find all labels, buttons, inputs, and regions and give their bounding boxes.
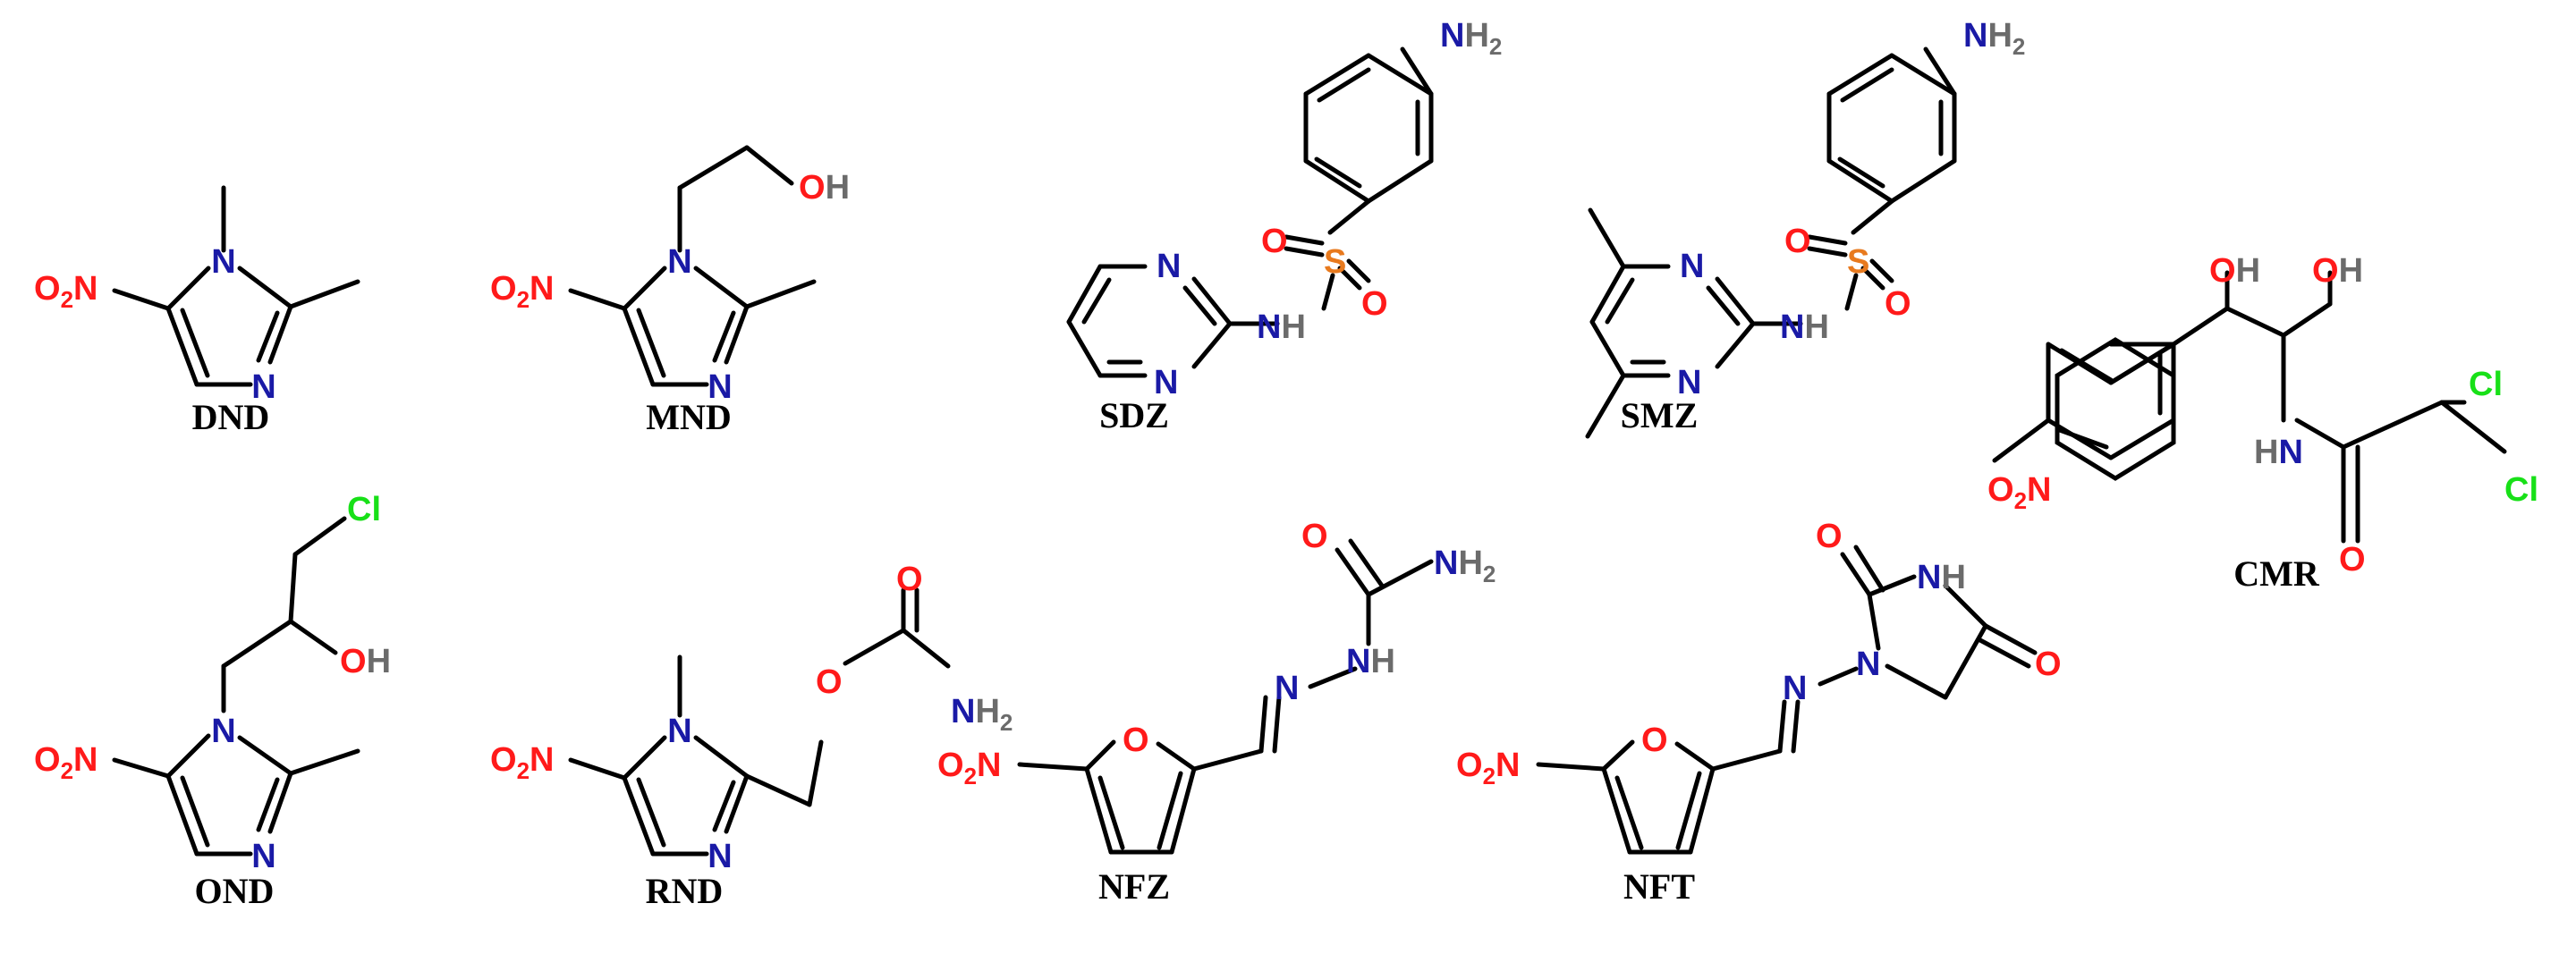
molecule-nft: O2N O N N O NH O NFT xyxy=(1456,518,2062,907)
cmr-atom-cl2: Cl xyxy=(2504,471,2538,509)
cmr-atom-oh2: OH xyxy=(2312,252,2363,290)
cmr-atom-o: O xyxy=(2339,541,2366,578)
cmr-atom-no2: O2N xyxy=(1987,471,2051,514)
ond-atom-n1: N xyxy=(211,713,235,750)
dnd-caption: DND xyxy=(192,397,270,437)
nft-atom-o-ring: O xyxy=(1641,722,1668,759)
dnd-atom-no2: O2N xyxy=(34,270,97,313)
nft-atom-n-imine: N xyxy=(1783,670,1807,707)
molecule-cmr: OH OH O2N HN Cl Cl O CMR xyxy=(1987,252,2538,594)
nft-atom-no2: O2N xyxy=(1456,747,1520,789)
rnd-atom-o-ether: O xyxy=(816,663,843,701)
rnd-atom-n3: N xyxy=(708,838,732,875)
cmr-atom-cl1: Cl xyxy=(2469,366,2503,403)
cmr-atom-oh1: OH xyxy=(2209,252,2260,290)
nft-atom-n-ring: N xyxy=(1856,646,1880,683)
nfz-atom-nh: NH xyxy=(1346,643,1395,680)
rnd-caption: RND xyxy=(646,871,724,911)
mnd-atom-n1: N xyxy=(667,243,691,281)
ond-atom-oh: OH xyxy=(340,643,391,680)
nft-atom-o-right: O xyxy=(2035,646,2062,683)
nfz-atom-n-imine: N xyxy=(1275,670,1299,707)
nft-atom-o-top: O xyxy=(1816,518,1843,555)
rnd-atom-o-carbonyl: O xyxy=(896,561,923,598)
sdz-atom-n-bottom: N xyxy=(1154,364,1178,401)
smz-atom-nh: NH xyxy=(1780,308,1829,346)
rnd-atom-no2: O2N xyxy=(490,741,554,784)
mnd-atom-n3: N xyxy=(708,368,732,406)
mnd-atom-oh: OH xyxy=(799,169,850,207)
ond-atom-cl: Cl xyxy=(347,491,381,528)
ond-atom-no2: O2N xyxy=(34,741,97,784)
smz-atom-o-right: O xyxy=(1885,285,1911,323)
nfz-atom-o-ring: O xyxy=(1123,722,1149,759)
nfz-caption: NFZ xyxy=(1098,866,1170,907)
mnd-atom-no2: O2N xyxy=(490,270,554,313)
sdz-caption: SDZ xyxy=(1099,395,1169,435)
molecule-sdz: NH2 O S O N NH N SDZ xyxy=(1066,17,1502,435)
molecule-dnd: N N O2N DND xyxy=(34,185,360,437)
cmr-caption: CMR xyxy=(2233,553,2320,594)
sdz-atom-nh: NH xyxy=(1257,308,1306,346)
rnd-atom-nh2: NH2 xyxy=(951,693,1013,736)
smz-caption: SMZ xyxy=(1621,395,1699,435)
nft-caption: NFT xyxy=(1623,866,1695,907)
nfz-atom-o: O xyxy=(1301,518,1328,555)
sdz-atom-nh2: NH2 xyxy=(1440,17,1502,60)
cmr-atom-nh: HN xyxy=(2254,434,2303,471)
dnd-atom-n3: N xyxy=(251,368,275,406)
sdz-atom-n-top: N xyxy=(1157,248,1181,285)
dnd-atom-n1: N xyxy=(211,243,235,281)
smz-atom-n-bottom: N xyxy=(1677,364,1701,401)
ond-caption: OND xyxy=(195,871,275,911)
molecule-smz: NH2 O S O N NH N SMZ xyxy=(1585,17,2025,439)
smz-atom-s: S xyxy=(1847,243,1869,281)
molecule-ond: Cl OH N N O2N OND xyxy=(34,491,391,911)
ond-atom-n3: N xyxy=(251,838,275,875)
smz-atom-nh2: NH2 xyxy=(1963,17,2025,60)
rnd-atom-n1: N xyxy=(667,713,691,750)
nfz-atom-nh2: NH2 xyxy=(1434,545,1496,587)
smz-atom-o-left: O xyxy=(1784,223,1811,260)
smz-atom-n-top: N xyxy=(1680,248,1704,285)
nft-atom-nh: NH xyxy=(1917,559,1966,596)
nfz-atom-no2: O2N xyxy=(937,747,1001,789)
sdz-atom-o-right: O xyxy=(1361,285,1388,323)
sdz-atom-o-left: O xyxy=(1261,223,1288,260)
molecule-nfz: O2N O N NH O NH2 NFZ xyxy=(937,518,1496,907)
mnd-caption: MND xyxy=(646,397,732,437)
sdz-atom-s: S xyxy=(1324,243,1346,281)
molecule-mnd: OH N N O2N MND xyxy=(490,145,850,437)
molecule-rnd: N N O2N O O NH2 RND xyxy=(490,561,1013,911)
